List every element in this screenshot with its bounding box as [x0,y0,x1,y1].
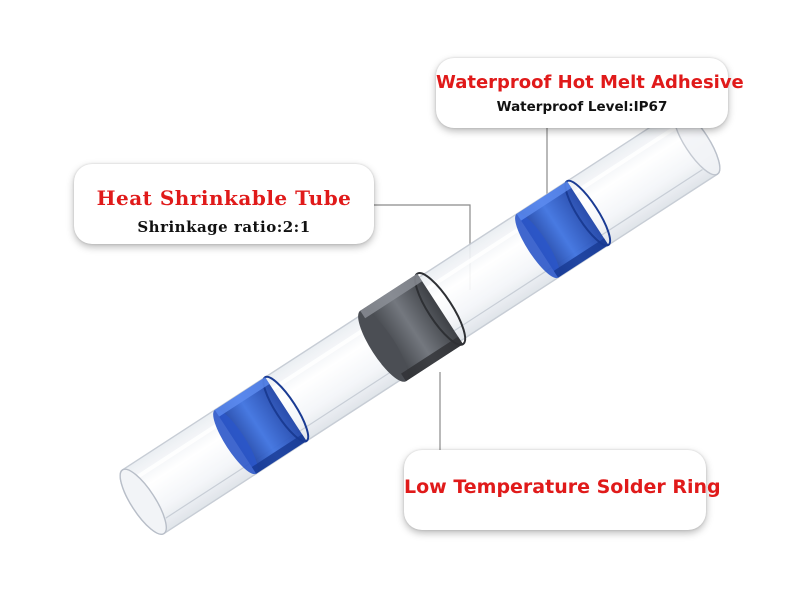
adhesive-ring-left-icon [213,375,310,475]
callout-tube-subtitle: Shrinkage ratio:2:1 [137,218,311,236]
callout-solder-ring: Low Temperature Solder Ring [404,450,721,530]
adhesive-ring-right-icon [515,179,612,279]
callout-tube-title: Heat Shrinkable Tube [96,186,352,210]
callout-hot-melt-adhesive: Waterproof Hot Melt Adhesive Waterproof … [436,58,744,128]
callout-heat-shrink-tube: Heat Shrinkable Tube Shrinkage ratio:2:1 [74,164,374,244]
callout-solder-title: Low Temperature Solder Ring [404,476,721,498]
callout-adhesive-subtitle: Waterproof Level:IP67 [496,99,668,115]
solder-ring-icon [358,272,467,382]
tube-end-left [119,468,167,535]
heat-shrink-tube-icon [119,109,721,535]
callout-adhesive-title: Waterproof Hot Melt Adhesive [436,72,744,93]
